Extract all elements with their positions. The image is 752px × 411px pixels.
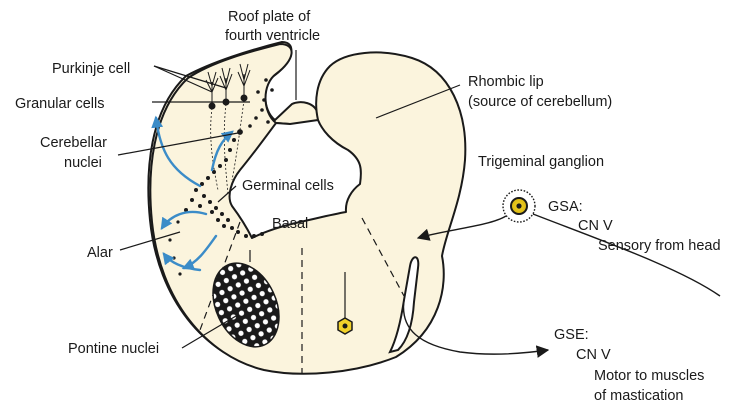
label-gse-cn: CN V: [576, 347, 611, 363]
label-rhombic-lip-2: (source of cerebellum): [468, 94, 612, 110]
label-germinal-cells: Germinal cells: [242, 178, 334, 194]
label-gse-desc-2: of mastication: [594, 388, 683, 404]
label-gsa-desc: Sensory from head: [598, 238, 721, 254]
label-roof-plate-1: Roof plate of: [228, 9, 311, 25]
label-purkinje-cell: Purkinje cell: [52, 61, 130, 77]
label-cerebellar-1: Cerebellar: [40, 135, 107, 151]
label-gsa: GSA:: [548, 199, 583, 215]
label-gsa-cn: CN V: [578, 218, 613, 234]
label-basal: Basal: [272, 216, 308, 232]
label-trigeminal-ganglion: Trigeminal ganglion: [478, 154, 604, 170]
label-cerebellar-2: nuclei: [64, 155, 102, 171]
label-granular-cells: Granular cells: [15, 96, 104, 112]
label-alar: Alar: [87, 245, 113, 261]
gsa-peripheral-nerve: [533, 214, 720, 296]
label-gse: GSE:: [554, 327, 589, 343]
label-pontine-nuclei: Pontine nuclei: [68, 341, 159, 357]
label-rhombic-lip-1: Rhombic lip: [468, 74, 544, 90]
label-roof-plate-2: fourth ventricle: [225, 28, 320, 44]
label-gse-desc-1: Motor to muscles: [594, 368, 704, 384]
